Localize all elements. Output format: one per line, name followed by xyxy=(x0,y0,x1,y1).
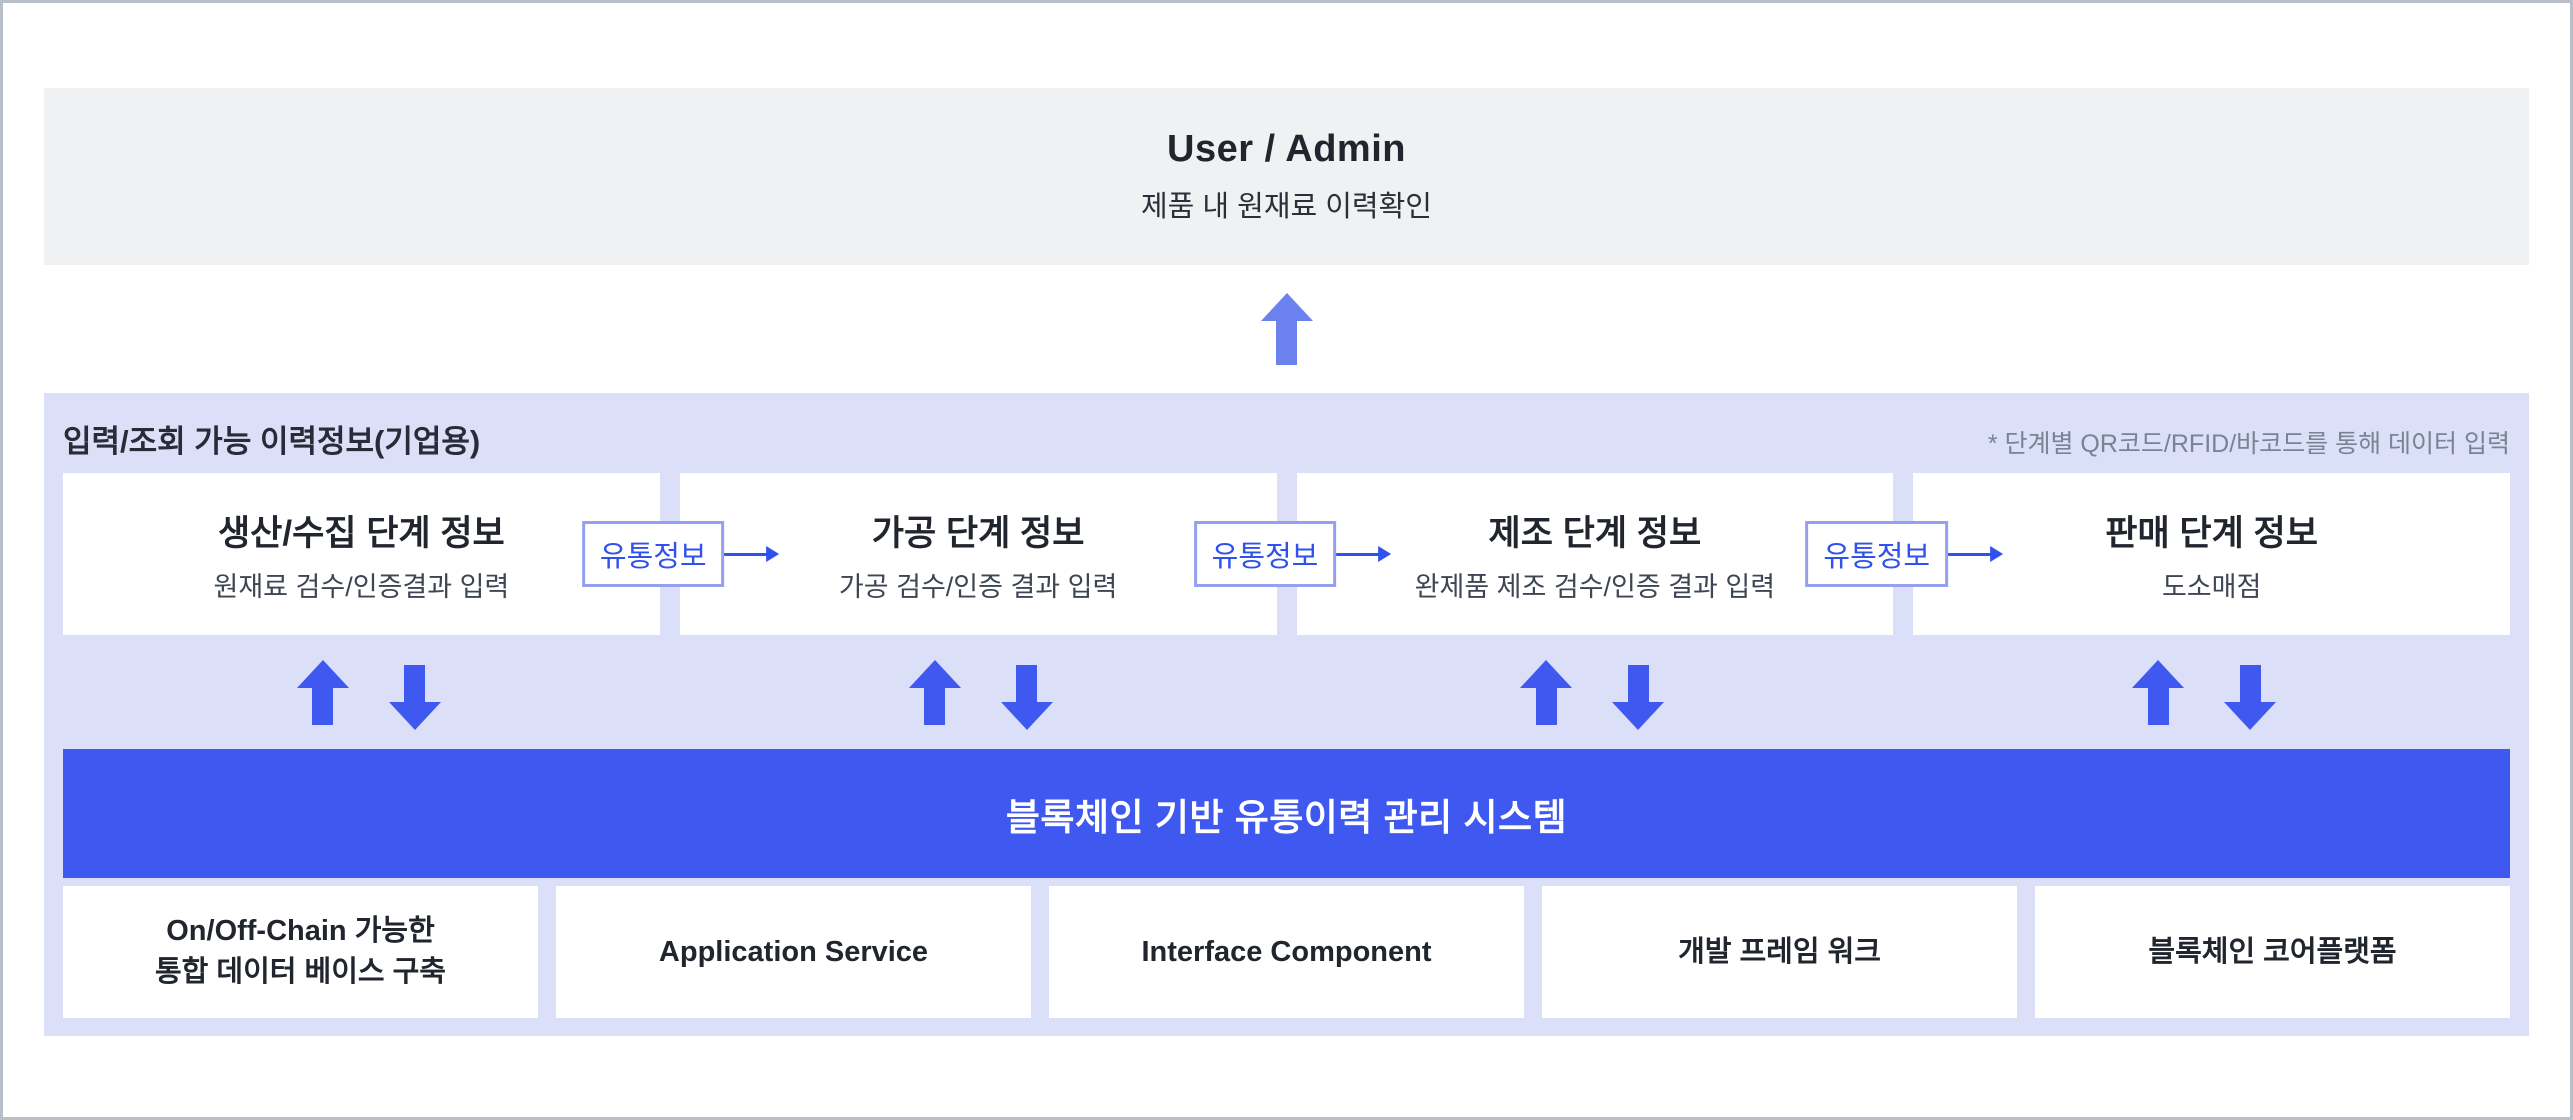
up-arrow-icon xyxy=(296,659,349,725)
updown-arrow-pair xyxy=(1287,635,1899,749)
blockchain-system-bar: 블록체인 기반 유통이력 관리 시스템 xyxy=(63,749,2510,878)
down-arrow-icon xyxy=(1612,664,1665,730)
updown-arrow-pair xyxy=(675,635,1287,749)
top-arrow-wrap xyxy=(3,265,2570,393)
down-arrow-shaft xyxy=(404,664,426,702)
component-label: Interface Component xyxy=(1141,935,1432,968)
stage-box-sales: 판매 단계 정보 도소매점 xyxy=(1913,473,2510,635)
right-arrow-icon xyxy=(1948,545,2004,562)
updown-arrow-pair xyxy=(63,635,675,749)
up-arrow-shaft xyxy=(1276,321,1297,365)
component-box-database: On/Off-Chain 가능한 통합 데이터 베이스 구축 xyxy=(63,886,538,1018)
up-arrow-shaft xyxy=(2147,687,2169,725)
traceability-panel-header: 입력/조회 가능 이력정보(기업용) * 단계별 QR코드/RFID/바코드를 … xyxy=(63,408,2510,459)
user-admin-subtitle: 제품 내 원재료 이력확인 xyxy=(1141,191,1432,223)
stage-title: 제조 단계 정보 xyxy=(1488,513,1702,553)
up-arrow-shaft xyxy=(924,687,946,725)
right-arrow-icon xyxy=(724,545,780,562)
flow-badge-distribution-3: 유통정보 xyxy=(1805,521,2004,587)
stage-box-production: 생산/수집 단계 정보 원재료 검수/인증결과 입력 xyxy=(63,473,660,635)
up-arrow-head xyxy=(1520,659,1573,688)
component-label: 개발 프레임 워크 xyxy=(1678,935,1881,968)
data-entry-note: * 단계별 QR코드/RFID/바코드를 통해 데이터 입력 xyxy=(1987,430,2510,458)
flow-badge-distribution-2: 유통정보 xyxy=(1193,521,1392,587)
user-admin-panel: User / Admin 제품 내 원재료 이력확인 xyxy=(44,88,2529,265)
down-arrow-head xyxy=(2224,701,2277,730)
user-admin-title: User / Admin xyxy=(1167,128,1406,170)
component-label: 블록체인 코어플랫폼 xyxy=(2148,935,2397,968)
flow-badge-label: 유통정보 xyxy=(1193,521,1337,587)
component-label: Application Service xyxy=(658,935,929,968)
down-arrow-shaft xyxy=(1016,664,1038,702)
down-arrow-head xyxy=(1612,701,1665,730)
flow-badge-distribution-1: 유통정보 xyxy=(581,521,780,587)
up-arrow-shaft xyxy=(312,687,334,725)
traceability-panel-title: 입력/조회 가능 이력정보(기업용) xyxy=(63,424,481,459)
stage-subtitle: 원재료 검수/인증결과 입력 xyxy=(213,571,510,602)
traceability-panel: 입력/조회 가능 이력정보(기업용) * 단계별 QR코드/RFID/바코드를 … xyxy=(44,393,2529,1036)
down-arrow-icon xyxy=(1000,664,1053,730)
right-arrow-tip xyxy=(1378,545,1392,562)
down-arrow-icon xyxy=(388,664,441,730)
stage-box-manufacturing: 제조 단계 정보 완제품 제조 검수/인증 결과 입력 xyxy=(1296,473,1894,635)
up-arrow-head xyxy=(296,659,349,688)
flow-badge-label: 유통정보 xyxy=(581,521,725,587)
right-arrow-icon xyxy=(1336,545,1392,562)
component-box-interface-component: Interface Component xyxy=(1049,886,1524,1018)
component-box-application-service: Application Service xyxy=(556,886,1031,1018)
stage-title: 가공 단계 정보 xyxy=(871,513,1085,553)
component-label: On/Off-Chain 가능한 통합 데이터 베이스 구축 xyxy=(155,915,446,988)
right-arrow-tip xyxy=(1990,545,2004,562)
down-arrow-shaft xyxy=(1627,664,1649,702)
up-arrow-icon xyxy=(1260,293,1313,365)
up-arrow-shaft xyxy=(1535,687,1557,725)
stage-subtitle: 완제품 제조 검수/인증 결과 입력 xyxy=(1414,571,1776,602)
component-box-blockchain-core: 블록체인 코어플랫폼 xyxy=(2035,886,2510,1018)
up-arrow-icon xyxy=(908,659,961,725)
up-arrow-head xyxy=(1260,293,1313,321)
blockchain-system-bar-label: 블록체인 기반 유통이력 관리 시스템 xyxy=(1005,796,1568,838)
up-arrow-icon xyxy=(2132,659,2185,725)
component-box-dev-framework: 개발 프레임 워크 xyxy=(1542,886,2017,1018)
components-row: On/Off-Chain 가능한 통합 데이터 베이스 구축 Applicati… xyxy=(63,886,2510,1018)
stage-title: 판매 단계 정보 xyxy=(2105,513,2318,553)
stage-title: 생산/수집 단계 정보 xyxy=(217,513,505,553)
right-arrow-tip xyxy=(766,545,780,562)
down-arrow-icon xyxy=(2224,664,2277,730)
flow-badge-label: 유통정보 xyxy=(1805,521,1949,587)
down-arrow-head xyxy=(388,701,441,730)
down-arrow-shaft xyxy=(2239,664,2261,702)
stage-subtitle: 가공 검수/인증 결과 입력 xyxy=(838,571,1118,602)
updown-arrow-band xyxy=(63,635,2510,749)
down-arrow-head xyxy=(1000,701,1053,730)
updown-arrow-pair xyxy=(1898,635,2510,749)
up-arrow-head xyxy=(2132,659,2185,688)
up-arrow-icon xyxy=(1520,659,1573,725)
up-arrow-head xyxy=(908,659,961,688)
stage-subtitle: 도소매점 xyxy=(2161,571,2262,602)
stage-row: 생산/수집 단계 정보 원재료 검수/인증결과 입력 가공 단계 정보 가공 검… xyxy=(63,473,2510,635)
